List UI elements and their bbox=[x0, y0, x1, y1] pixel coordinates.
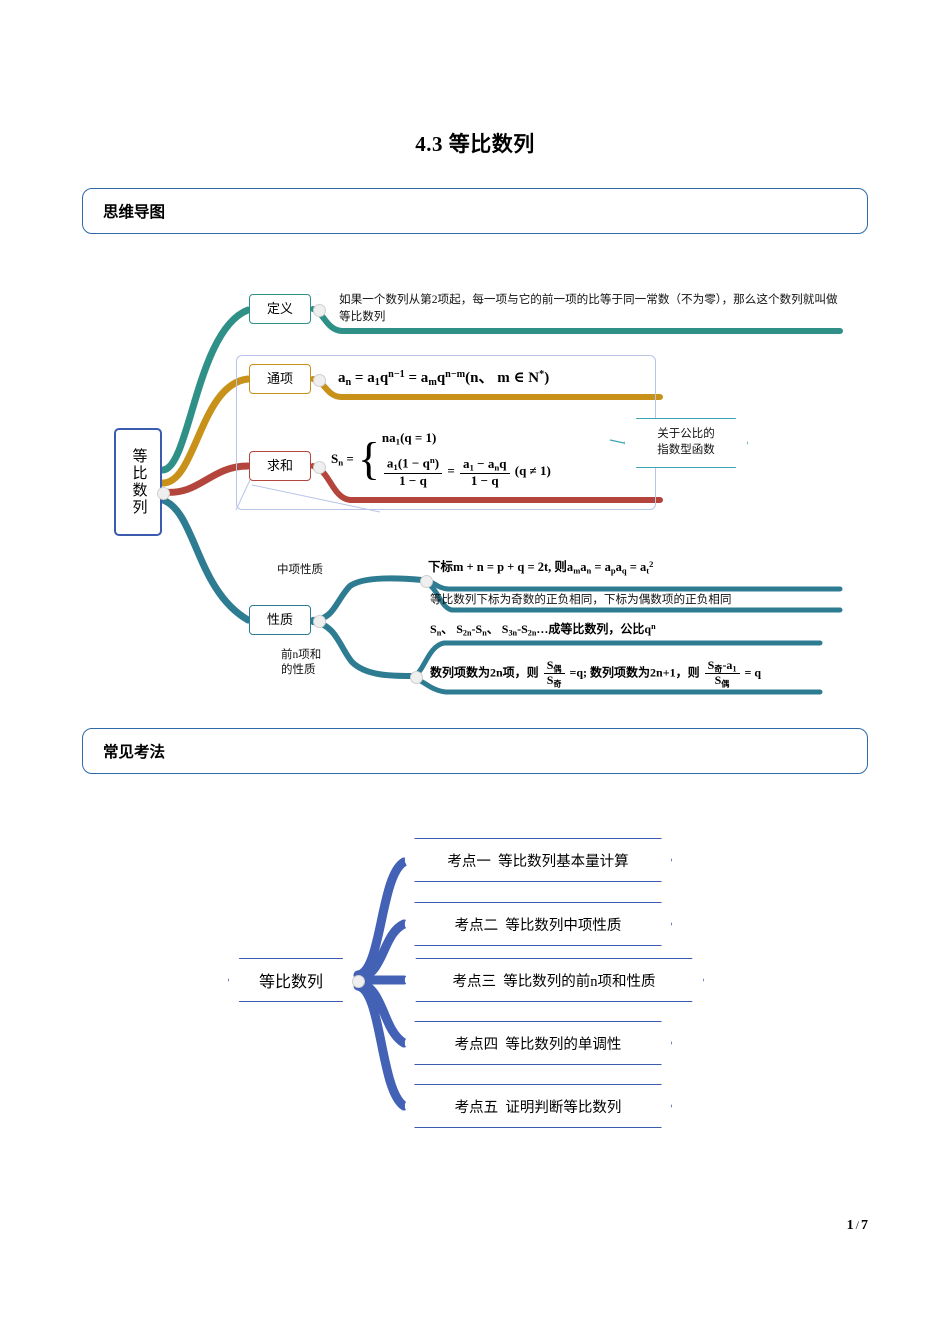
midterm-property-text: 等比数列下标为奇数的正负相同，下标为偶数项的正负相同 bbox=[430, 593, 732, 606]
branch-label-properties: 性质 bbox=[266, 611, 293, 627]
general-term-connector-knob bbox=[313, 374, 326, 387]
exam-point-index-2: 考点二 bbox=[454, 917, 499, 934]
branch-node-summation[interactable]: 求和 bbox=[249, 451, 311, 481]
exam-point-node-3[interactable]: 考点三 等比数列的前n项和性质 bbox=[404, 958, 704, 1002]
exam-point-title-4: 等比数列的单调性 bbox=[505, 1036, 622, 1053]
exam-point-index-1: 考点一 bbox=[447, 853, 491, 870]
sum-property-formula-sequence: Sn、 S2n-Sn、 S3n-S2n…成等比数列，公比qn bbox=[430, 621, 656, 638]
sum-property-formula-oddeven: 数列项数为2n项，则 S偶 S奇 =q; 数列项数为2n+1，则 S奇-a1 S… bbox=[430, 658, 762, 689]
branch-node-properties[interactable]: 性质 bbox=[249, 605, 311, 635]
exam-map-root-label: 等比数列 bbox=[258, 974, 323, 991]
page-footer: 1/7 bbox=[847, 1218, 868, 1234]
sub-branch-label-sum-property: 前n项和 的性质 bbox=[281, 648, 345, 678]
exam-point-title-3: 等比数列的前n项和性质 bbox=[503, 973, 656, 990]
summation-formula: Sn = { na1(q = 1) a1(1 − qn) 1 − q = a1 … bbox=[331, 430, 551, 489]
mindmap-root-label: 等比数列 bbox=[130, 448, 147, 516]
exam-point-index-5: 考点五 bbox=[454, 1099, 499, 1116]
exam-point-node-4[interactable]: 考点四 等比数列的单调性 bbox=[404, 1021, 672, 1065]
page-number-current: 1 bbox=[846, 1218, 854, 1233]
exam-point-index-4: 考点四 bbox=[454, 1036, 499, 1053]
sum-property-connector-knob bbox=[410, 671, 423, 684]
midterm-property-formula: 下标m + n = p + q = 2t, 则aman = apaq = at2 bbox=[428, 558, 654, 576]
exam-point-node-1[interactable]: 考点一 等比数列基本量计算 bbox=[404, 838, 672, 882]
page-title: 4.3 等比数列 bbox=[415, 132, 535, 156]
definition-connector-knob bbox=[313, 304, 326, 317]
branch-label-general-term: 通项 bbox=[266, 370, 293, 386]
properties-connector-knob bbox=[313, 615, 326, 628]
definition-text: 如果一个数列从第2项起，每一项与它的前一项的比等于同一常数（不为零），那么这个数… bbox=[339, 293, 838, 323]
page-number-separator: / bbox=[855, 1218, 859, 1232]
exam-map-root-node[interactable]: 等比数列 bbox=[228, 958, 354, 1002]
exam-point-title-5: 证明判断等比数列 bbox=[505, 1099, 622, 1116]
section-label-mindmap: 思维导图 bbox=[103, 204, 166, 221]
page-number-total: 7 bbox=[861, 1218, 868, 1233]
callout-line-1: 关于公比的 bbox=[657, 428, 715, 441]
section-label-exam: 常见考法 bbox=[103, 744, 166, 761]
section-header-mindmap: 思维导图 bbox=[82, 188, 868, 234]
midterm-connector-knob bbox=[420, 575, 433, 588]
sum-property-label-line-2: 的性质 bbox=[281, 663, 316, 676]
summation-connector-knob bbox=[313, 461, 326, 474]
sub-branch-label-midterm: 中项性质 bbox=[277, 564, 323, 576]
callout-line-2: 指数型函数 bbox=[657, 444, 715, 456]
exam-point-index-3: 考点三 bbox=[452, 973, 497, 990]
exam-point-node-2[interactable]: 考点二 等比数列中项性质 bbox=[404, 902, 672, 946]
branch-label-definition: 定义 bbox=[266, 300, 293, 316]
branch-node-general-term[interactable]: 通项 bbox=[249, 364, 311, 394]
sum-property-label-line-1: 前n项和 bbox=[281, 649, 322, 661]
exam-point-title-2: 等比数列中项性质 bbox=[505, 917, 622, 934]
summation-callout: 关于公比的 指数型函数 bbox=[624, 418, 748, 468]
exam-root-connector-knob bbox=[352, 975, 365, 988]
mindmap-root-node[interactable]: 等比数列 bbox=[114, 428, 162, 536]
branch-node-definition[interactable]: 定义 bbox=[249, 294, 311, 324]
branch-label-summation: 求和 bbox=[266, 457, 293, 473]
exam-point-node-5[interactable]: 考点五 证明判断等比数列 bbox=[404, 1084, 672, 1128]
root-connector-knob bbox=[157, 487, 170, 500]
general-term-formula: an = a1qn−1 = amqn−m(n、 m ∈ N*) bbox=[338, 368, 550, 388]
exam-point-title-1: 等比数列基本量计算 bbox=[498, 853, 629, 870]
section-header-exam: 常见考法 bbox=[82, 728, 868, 774]
